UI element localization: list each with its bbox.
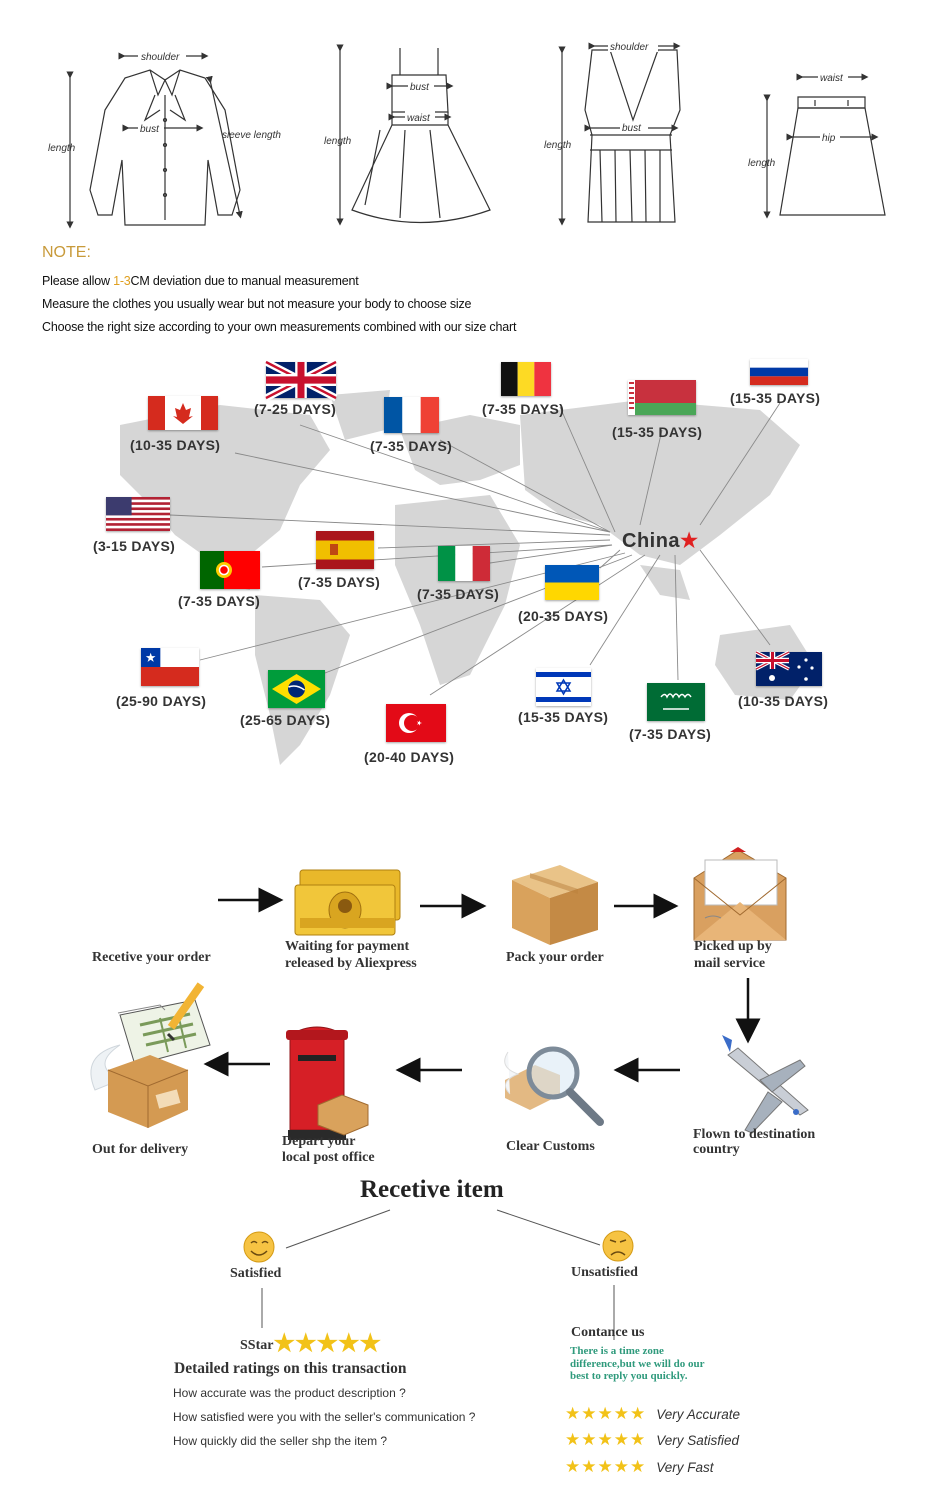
- usa-flag: [106, 497, 170, 531]
- brazil-flag: [268, 670, 325, 708]
- star-icons: ★★★★★: [565, 1457, 647, 1476]
- belarus-flag: [628, 380, 696, 415]
- canada-flag: [148, 396, 218, 430]
- ukraine-flag: [545, 565, 599, 600]
- dress-waist-label: waist: [407, 113, 431, 124]
- china-label: China★: [622, 530, 699, 552]
- note-line-1: Please allow 1-3CM deviation due to manu…: [42, 274, 359, 288]
- turkey-flag: [386, 704, 446, 742]
- uk-flag: [264, 358, 338, 402]
- question-shipping-speed: How quickly did the seller shp the item …: [173, 1434, 388, 1448]
- envelope-icon: [693, 847, 787, 941]
- rating-fast: ★★★★★Very Fast: [565, 1457, 714, 1476]
- question-accuracy: How accurate was the product description…: [173, 1386, 406, 1400]
- skirt-hip-label: hip: [822, 133, 836, 144]
- belgium-days: (7-35 DAYS): [482, 401, 565, 417]
- saudi-flag: [647, 683, 705, 721]
- note-title: NOTE:: [42, 244, 91, 261]
- contact-title: Contance us: [571, 1325, 645, 1340]
- shirt-bust-label: bust: [140, 124, 160, 135]
- feedback-connectors: [243, 1209, 634, 1340]
- contact-text: There is a time zone difference,but we w…: [570, 1345, 705, 1382]
- dress-diagram: [336, 44, 491, 226]
- step-pack-order: Pack your order: [506, 950, 604, 965]
- order-form-icon: [117, 982, 211, 1066]
- customs-icon: [504, 1046, 604, 1126]
- portugal-flag: [200, 551, 260, 589]
- israel-flag: [536, 668, 591, 706]
- belgium-flag: [501, 362, 551, 396]
- step-clear-customs: Clear Customs: [506, 1139, 595, 1154]
- russia-flag: [750, 359, 808, 385]
- ukraine-days: (20-35 DAYS): [518, 608, 609, 624]
- shirt-shoulder-label: shoulder: [141, 52, 180, 63]
- turkey-days: (20-40 DAYS): [364, 749, 455, 765]
- belarus-days: (15-35 DAYS): [612, 424, 703, 440]
- note-line-3: Choose the right size according to your …: [42, 320, 517, 334]
- portugal-days: (7-35 DAYS): [178, 593, 261, 609]
- star-rating-icons: ★★★★★: [273, 1331, 382, 1357]
- spain-flag: [316, 531, 374, 569]
- skirt-diagram: [763, 73, 886, 219]
- canada-days: (10-35 DAYS): [130, 437, 221, 453]
- rating-accurate: ★★★★★Very Accurate: [565, 1404, 740, 1423]
- brazil-days: (25-65 DAYS): [240, 712, 331, 728]
- italy-days: (7-35 DAYS): [417, 586, 500, 602]
- unsatisfied-label: Unsatisfied: [571, 1265, 638, 1280]
- australia-flag: [755, 650, 822, 686]
- step-out-for-delivery: Out for delivery: [92, 1142, 189, 1157]
- tank-bust-label: bust: [622, 123, 642, 134]
- italy-flag: [438, 546, 490, 581]
- tank-shoulder-label: shoulder: [610, 42, 649, 53]
- usa-days: (3-15 DAYS): [93, 538, 176, 554]
- russia-days: (15-35 DAYS): [730, 390, 821, 406]
- winged-box-icon: [90, 1044, 189, 1128]
- france-days: (7-35 DAYS): [370, 438, 453, 454]
- dress-bust-label: bust: [410, 82, 430, 93]
- box-icon: [512, 865, 598, 945]
- sstar-rating: SStar★★★★★: [240, 1331, 382, 1357]
- post-box-icon: [286, 1026, 369, 1140]
- shirt-length-label: length: [48, 143, 76, 154]
- step-receive-order: Recetive your order: [92, 950, 211, 965]
- chile-flag: [141, 648, 199, 686]
- world-map: [120, 390, 815, 765]
- tank-length-label: length: [544, 140, 572, 151]
- star-icons: ★★★★★: [565, 1404, 647, 1423]
- satisfied-label: Satisfied: [230, 1266, 282, 1281]
- money-icon: [294, 869, 401, 936]
- dress-length-label: length: [324, 136, 352, 147]
- israel-days: (15-35 DAYS): [518, 709, 609, 725]
- spain-days: (7-35 DAYS): [298, 574, 381, 590]
- ratings-title: Detailed ratings on this transaction: [174, 1360, 407, 1377]
- uk-days: (7-25 DAYS): [254, 401, 337, 417]
- note-line-2: Measure the clothes you usually wear but…: [42, 297, 472, 311]
- star-icons: ★★★★★: [565, 1430, 647, 1449]
- chile-days: (25-90 DAYS): [116, 693, 207, 709]
- rating-satisfied: ★★★★★Very Satisfied: [565, 1430, 739, 1449]
- star-icon: ★: [680, 530, 699, 552]
- sad-face-icon: [602, 1230, 634, 1262]
- process-flow: [90, 847, 809, 1140]
- happy-face-icon: [243, 1231, 275, 1263]
- question-communication: How satisfied were you with the seller's…: [173, 1410, 476, 1424]
- receive-item-title: Recetive item: [360, 1176, 504, 1203]
- skirt-length-label: length: [748, 158, 776, 169]
- france-flag: [384, 397, 439, 433]
- shirt-sleeve-label: sleeve length: [222, 130, 281, 141]
- shirt-diagram: [66, 52, 243, 229]
- saudi-days: (7-35 DAYS): [629, 726, 712, 742]
- garment-diagrams: shoulder bust sleeve length length bust …: [48, 40, 886, 229]
- skirt-waist-label: waist: [820, 73, 844, 84]
- australia-days: (10-35 DAYS): [738, 693, 829, 709]
- airplane-icon: [722, 1035, 809, 1134]
